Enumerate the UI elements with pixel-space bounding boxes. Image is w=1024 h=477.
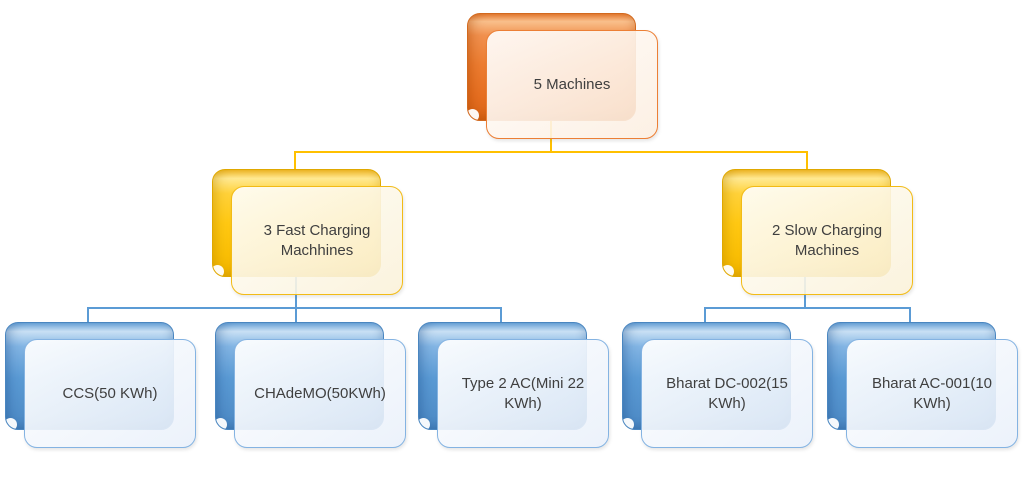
node-front-card: 2 Slow Charging Machines (741, 186, 913, 295)
node-5-machines: 5 Machines (467, 13, 658, 139)
node-chademo: CHAdeMO(50KWh) (215, 322, 406, 448)
node-bharat-dc-002: Bharat DC-002(15 KWh) (622, 322, 813, 448)
node-front-card: CHAdeMO(50KWh) (234, 339, 406, 448)
node-label: CHAdeMO(50KWh) (254, 384, 386, 402)
node-bharat-ac-001: Bharat AC-001(10 KWh) (827, 322, 1018, 448)
connector-fast-branch (87, 307, 502, 326)
node-label: Bharat DC-002(15 KWh) (666, 375, 788, 412)
node-fast-charging: 3 Fast Charging Machhines (212, 169, 403, 295)
node-ccs: CCS(50 KWh) (5, 322, 196, 448)
node-label: 5 Machines (533, 75, 611, 93)
node-type2-ac: Type 2 AC(Mini 22 KWh) (418, 322, 609, 448)
connector-root-branch (294, 151, 808, 172)
node-label: Bharat AC-001(10 KWh) (871, 375, 993, 412)
connector-slow-branch (704, 307, 911, 326)
node-front-card: Bharat AC-001(10 KWh) (846, 339, 1018, 448)
node-front-card: CCS(50 KWh) (24, 339, 196, 448)
node-front-card: Type 2 AC(Mini 22 KWh) (437, 339, 609, 448)
node-label: Type 2 AC(Mini 22 KWh) (461, 375, 585, 412)
node-label: 2 Slow Charging Machines (771, 222, 883, 259)
node-front-card: 5 Machines (486, 30, 658, 139)
node-front-card: Bharat DC-002(15 KWh) (641, 339, 813, 448)
node-slow-charging: 2 Slow Charging Machines (722, 169, 913, 295)
node-front-card: 3 Fast Charging Machhines (231, 186, 403, 295)
node-label: CCS(50 KWh) (62, 384, 158, 402)
node-label: 3 Fast Charging Machhines (263, 222, 371, 259)
